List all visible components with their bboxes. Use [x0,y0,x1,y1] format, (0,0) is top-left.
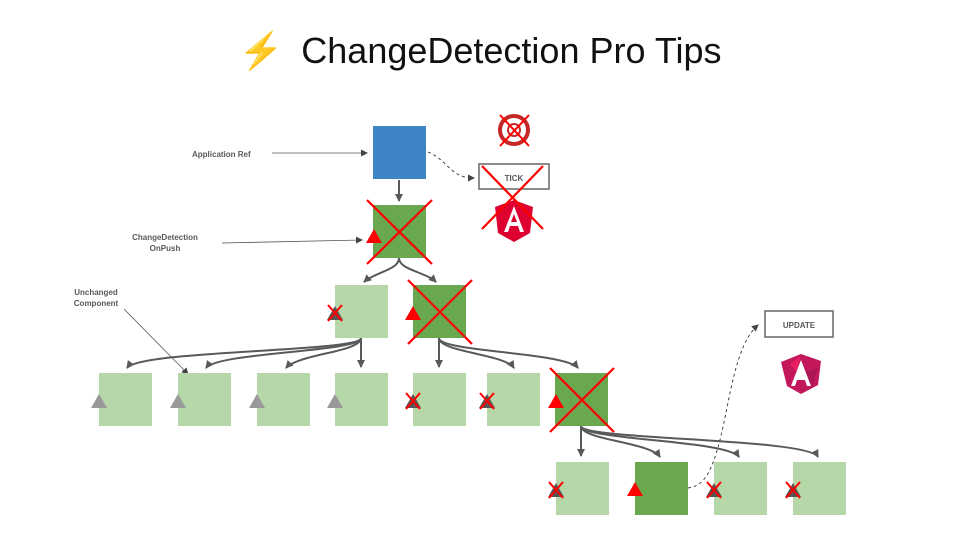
arrow-l7-to-bottom4 [580,425,819,458]
cross-onpush-root [366,199,433,265]
unchanged-pointer [123,308,189,375]
dashed-update-to-button [687,324,759,489]
dashed-root-to-tick [427,151,475,182]
bottom-node-2-onpush [635,462,688,515]
marker-leaf7 [548,394,564,408]
leaf-node-2 [178,373,231,426]
arrow-left-to-leaf3 [285,337,362,369]
update-box [764,310,834,338]
cd-onpush-label-line1: ChangeDetection [132,233,198,242]
cross-leaf7 [549,367,615,433]
marker-leaf3-skipped [249,394,265,408]
angular-broken-logo-icon [781,354,821,394]
unchanged-label-line2: Component [74,299,119,308]
level2-left-node [335,285,388,338]
zone-icon [498,114,530,147]
arrow-left-to-leaf1 [126,337,362,369]
arrow-right-to-leaf6 [438,337,515,369]
crossed-marker-leaf5 [405,392,421,410]
bottom-node-1 [556,462,609,515]
marker-level2-right [405,306,421,320]
lightning-bolt-icon: ⚡ [238,30,284,71]
application-ref-label: Application Ref [192,150,251,159]
application-ref-node [373,126,426,179]
marker-onpush-root [366,229,382,243]
leaf-node-1 [99,373,152,426]
cross-level2-right [407,279,473,345]
crossed-marker-level2-left [327,304,343,322]
marker-bottom2 [627,482,643,496]
unchanged-label-line1: Unchanged [74,288,118,297]
crossed-marker-leaf6 [479,392,495,410]
cross-tick-angular [481,165,544,230]
update-label: UPDATE [783,321,816,330]
cd-onpush-pointer [221,236,363,244]
marker-leaf2-skipped [170,394,186,408]
tick-label: TICK [505,174,524,183]
crossed-marker-bottom4 [785,481,801,499]
cd-onpush-label-line2: OnPush [150,244,181,253]
leaf-node-3 [257,373,310,426]
leaf-node-4 [335,373,388,426]
marker-leaf1-skipped [91,394,107,408]
page-title: ⚡ ChangeDetection Pro Tips [0,30,960,72]
arrow-left-to-leaf2 [205,337,362,369]
crossed-marker-bottom1 [548,481,564,499]
bottom-node-3 [714,462,767,515]
crossed-marker-bottom3 [706,481,722,499]
angular-logo-icon [495,200,533,242]
arrow-right-to-leaf7 [438,337,579,369]
leaf-node-6 [487,373,540,426]
leaf-node-5 [413,373,466,426]
tree-arrows [126,180,819,458]
arrow-l7-to-bottom2 [580,425,661,458]
arrow-onpush-to-left [363,257,400,283]
title-text: ChangeDetection Pro Tips [301,30,722,71]
bottom-node-4 [793,462,846,515]
marker-leaf4-skipped [327,394,343,408]
arrow-onpush-to-right [398,257,437,283]
